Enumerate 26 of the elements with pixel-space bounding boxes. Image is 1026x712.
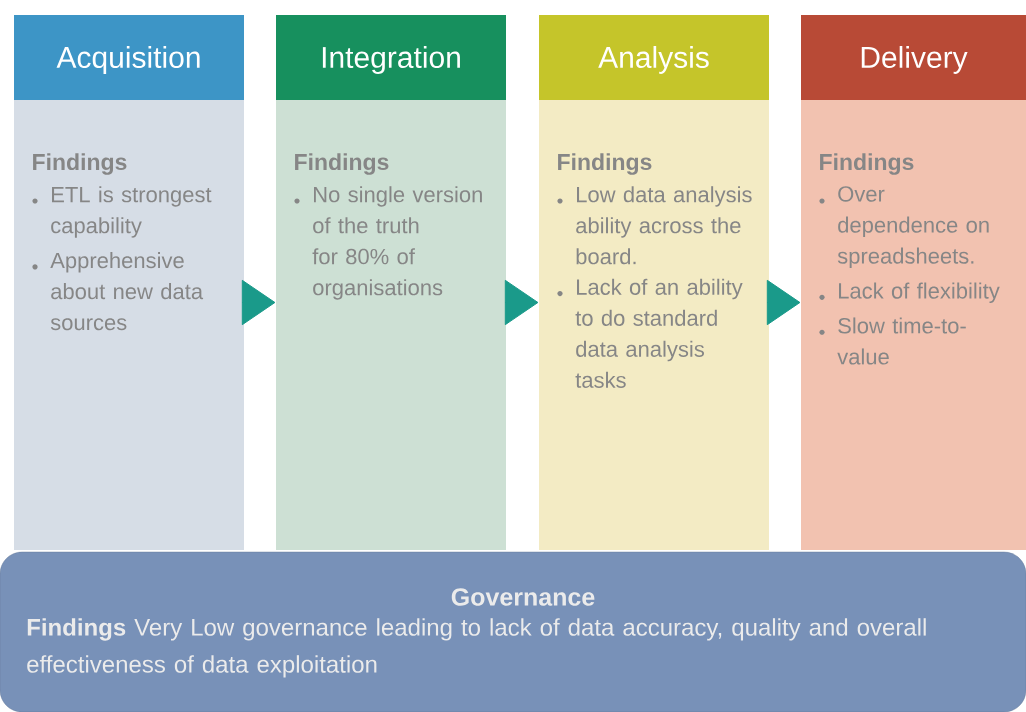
governance-findings: Findings Very Low governance leading to lack of data accuracy, quality and overall effectiveness of data exploitation xyxy=(27,618,926,678)
findings-column xyxy=(276,15,506,550)
bullet-text: Apprehensive about new data sources xyxy=(50,252,204,331)
bullet-text: Low data analysis ability across the board. xyxy=(576,186,752,265)
arrow xyxy=(766,279,801,326)
column-title: Integration xyxy=(322,46,460,74)
findings-heading: Findings xyxy=(820,153,914,175)
column-title: Delivery xyxy=(861,46,968,74)
bullet-text: Over dependence on spreadsheets. xyxy=(837,186,989,269)
bullet-text: Slow time-to-value xyxy=(837,317,966,365)
bullet-text: Lack of flexibility xyxy=(839,282,1000,304)
findings-heading: Findings xyxy=(295,153,389,175)
findings-column xyxy=(14,15,244,550)
governance-panel xyxy=(0,551,1026,712)
column-title: Analysis xyxy=(598,46,709,74)
arrow xyxy=(504,279,539,326)
findings-heading: Findings xyxy=(33,153,127,175)
governance-title: Governance xyxy=(451,588,595,606)
findings-heading: Findings xyxy=(558,153,652,175)
findings-column xyxy=(801,15,1026,550)
findings-column xyxy=(539,15,769,550)
bullet-text: No single version of the truth for 80% of organisations xyxy=(312,186,482,300)
column-title: Acquisition xyxy=(56,46,200,74)
arrow xyxy=(241,279,276,326)
bullet-text: ETL is strongest capability xyxy=(51,186,212,238)
bullet-text: Lack of an ability to do standard data analysis tasks xyxy=(575,278,743,388)
